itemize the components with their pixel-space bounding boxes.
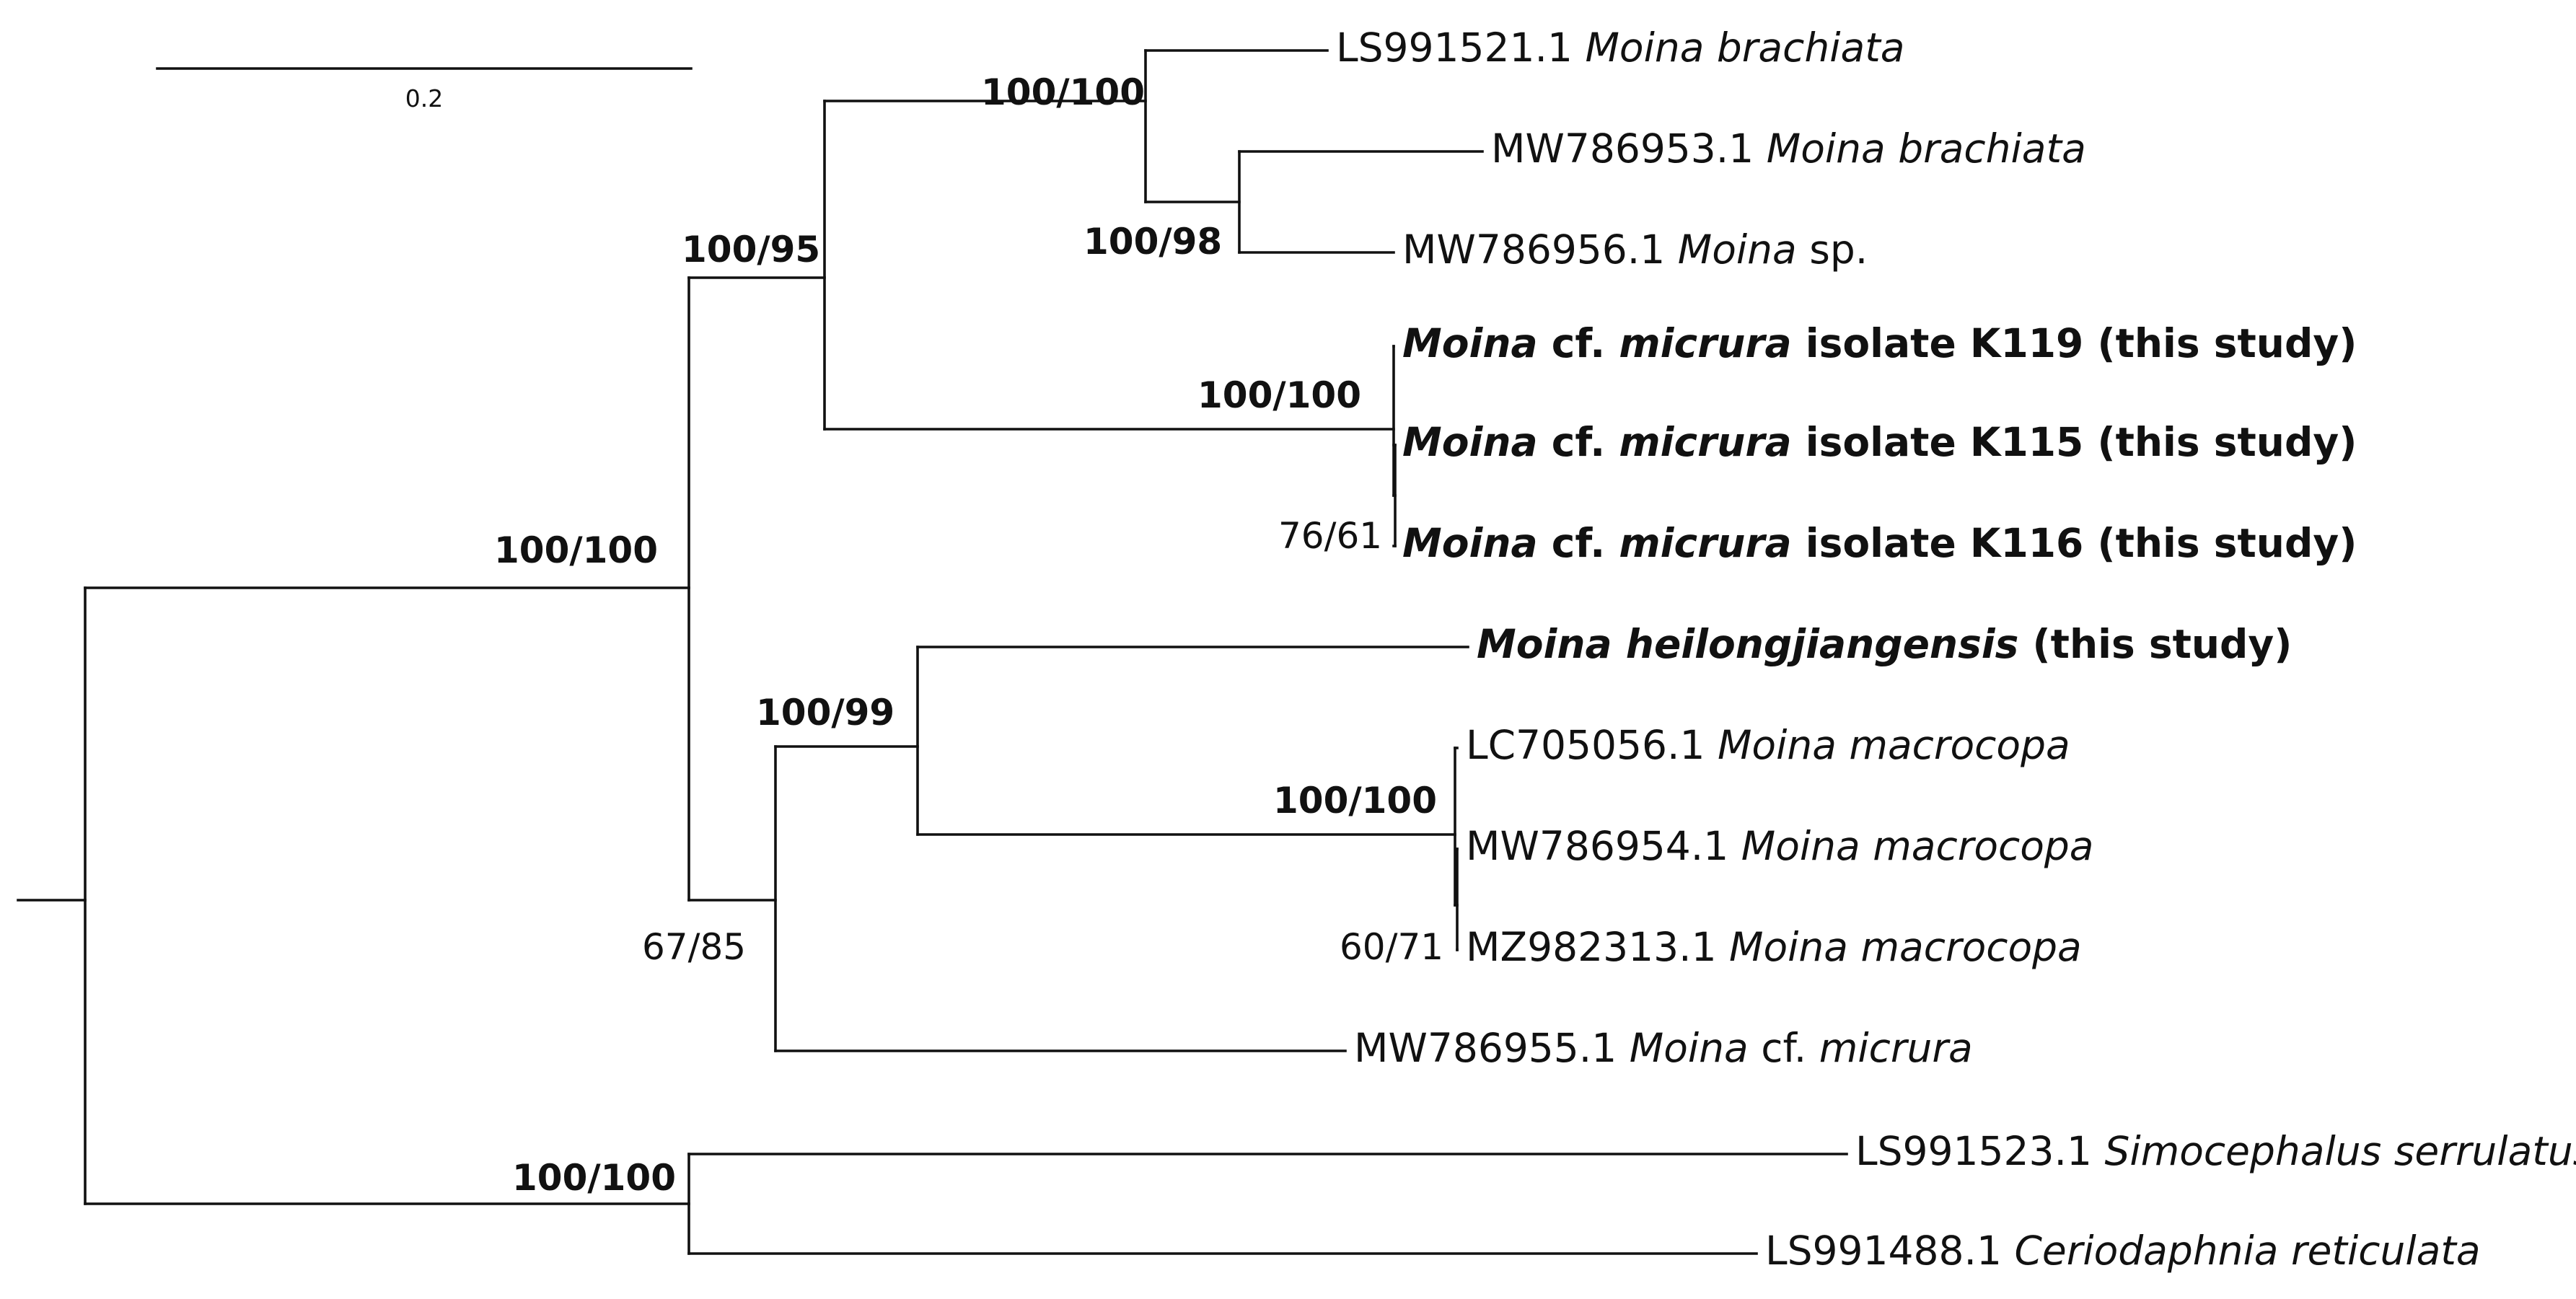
tip-label-part: cf. (1538, 520, 1619, 566)
tip-label-part: Ceriodaphnia reticulata (2014, 1228, 2480, 1274)
tip-label-t2: MW786953.1 Moina brachiata (1491, 126, 2086, 172)
tip-label-t9: MW786954.1 Moina macrocopa (1466, 823, 2093, 869)
tip-label-part: isolate K116 (this study) (1792, 520, 2357, 566)
tip-label-part: Moina (1402, 419, 1538, 465)
tip-label-t10: MZ982313.1 Moina macrocopa (1466, 924, 2082, 970)
tip-label-part: MW786953.1 (1491, 126, 1767, 172)
tip-label-part: MW786955.1 (1354, 1025, 1630, 1071)
tip-label-t11: MW786955.1 Moina cf. micrura (1354, 1025, 1973, 1071)
tip-label-part: cf. (1538, 419, 1619, 465)
support-value-n_brachiata: 100/100 (981, 71, 1145, 113)
tip-label-t8: LC705056.1 Moina macrocopa (1466, 722, 2070, 768)
tip-label-part: micrura (1619, 520, 1791, 566)
tip-label-part: Moina brachiata (1585, 25, 1904, 71)
support-value-n_lower: 67/85 (642, 926, 746, 968)
tip-label-part: LC705056.1 (1466, 722, 1718, 768)
support-value-n_k_isolates: 100/100 (1197, 374, 1361, 416)
scale-bar: 0.2 (156, 67, 693, 113)
tip-label-t4: Moina cf. micrura isolate K119 (this stu… (1402, 320, 2357, 366)
tip-label-part: Moina brachiata (1767, 126, 2086, 172)
support-value-n_k115_k116: 76/61 (1278, 515, 1382, 557)
tip-label-part: MW786956.1 (1402, 226, 1678, 273)
tip-label-part: micrura (1619, 419, 1791, 465)
tip-label-part: micrura (1619, 320, 1791, 366)
support-value-n_moina: 100/100 (494, 529, 658, 571)
support-value-n_brach_sp: 100/98 (1083, 221, 1222, 263)
tip-label-part: LS991488.1 (1765, 1228, 2014, 1274)
tree-branches (17, 49, 1848, 1255)
tip-label-part: Moina (1402, 320, 1538, 366)
tip-label-part: Moina (1678, 226, 1797, 273)
tip-label-t7: Moina heilongjiangensis (this study) (1477, 621, 2292, 667)
tip-label-t12: LS991523.1 Simocephalus serrulatus (1855, 1128, 2576, 1174)
tip-label-part: LS991523.1 (1855, 1128, 2104, 1174)
tip-label-t5: Moina cf. micrura isolate K115 (this stu… (1402, 419, 2357, 465)
support-value-n_macro_inner: 60/71 (1340, 926, 1443, 968)
tip-label-part: Moina (1630, 1025, 1749, 1071)
tip-label-t6: Moina cf. micrura isolate K116 (this stu… (1402, 520, 2357, 566)
support-value-n_upper: 100/95 (682, 229, 820, 270)
support-value-n_macrocopa: 100/100 (1273, 780, 1437, 822)
tip-label-t3: MW786956.1 Moina sp. (1402, 226, 1868, 273)
scale-bar-label: 0.2 (405, 84, 443, 113)
tip-label-part: Simocephalus serrulatus (2104, 1128, 2576, 1174)
tip-label-part: Moina macrocopa (1729, 924, 2082, 970)
tip-label-part: Moina heilongjiangensis (1477, 621, 2018, 667)
tip-label-part: isolate K115 (this study) (1792, 419, 2357, 465)
tip-label-part: isolate K119 (this study) (1792, 320, 2357, 366)
tip-label-t1: LS991521.1 Moina brachiata (1336, 25, 1904, 71)
tip-label-part: cf. (1749, 1025, 1819, 1071)
tip-label-part: Moina macrocopa (1741, 823, 2094, 869)
tip-label-part: MZ982313.1 (1466, 924, 1729, 970)
tip-label-part: Moina macrocopa (1718, 722, 2070, 768)
tip-label-part: sp. (1797, 226, 1868, 273)
tip-label-part: cf. (1538, 320, 1619, 366)
tip-label-t13: LS991488.1 Ceriodaphnia reticulata (1765, 1228, 2481, 1274)
support-value-n_heilong_macro: 100/99 (756, 692, 894, 734)
tip-label-part: micrura (1819, 1025, 1973, 1071)
tip-label-part: LS991521.1 (1336, 25, 1585, 71)
support-values: 100/100 100/98 100/95 100/100 76/61 100/100 10… (494, 71, 1443, 1199)
tip-label-part: Moina (1402, 520, 1538, 566)
tip-label-part: (this study) (2018, 621, 2292, 667)
tip-label-part: MW786954.1 (1466, 823, 1741, 869)
support-value-n_outgroup: 100/100 (512, 1157, 676, 1199)
